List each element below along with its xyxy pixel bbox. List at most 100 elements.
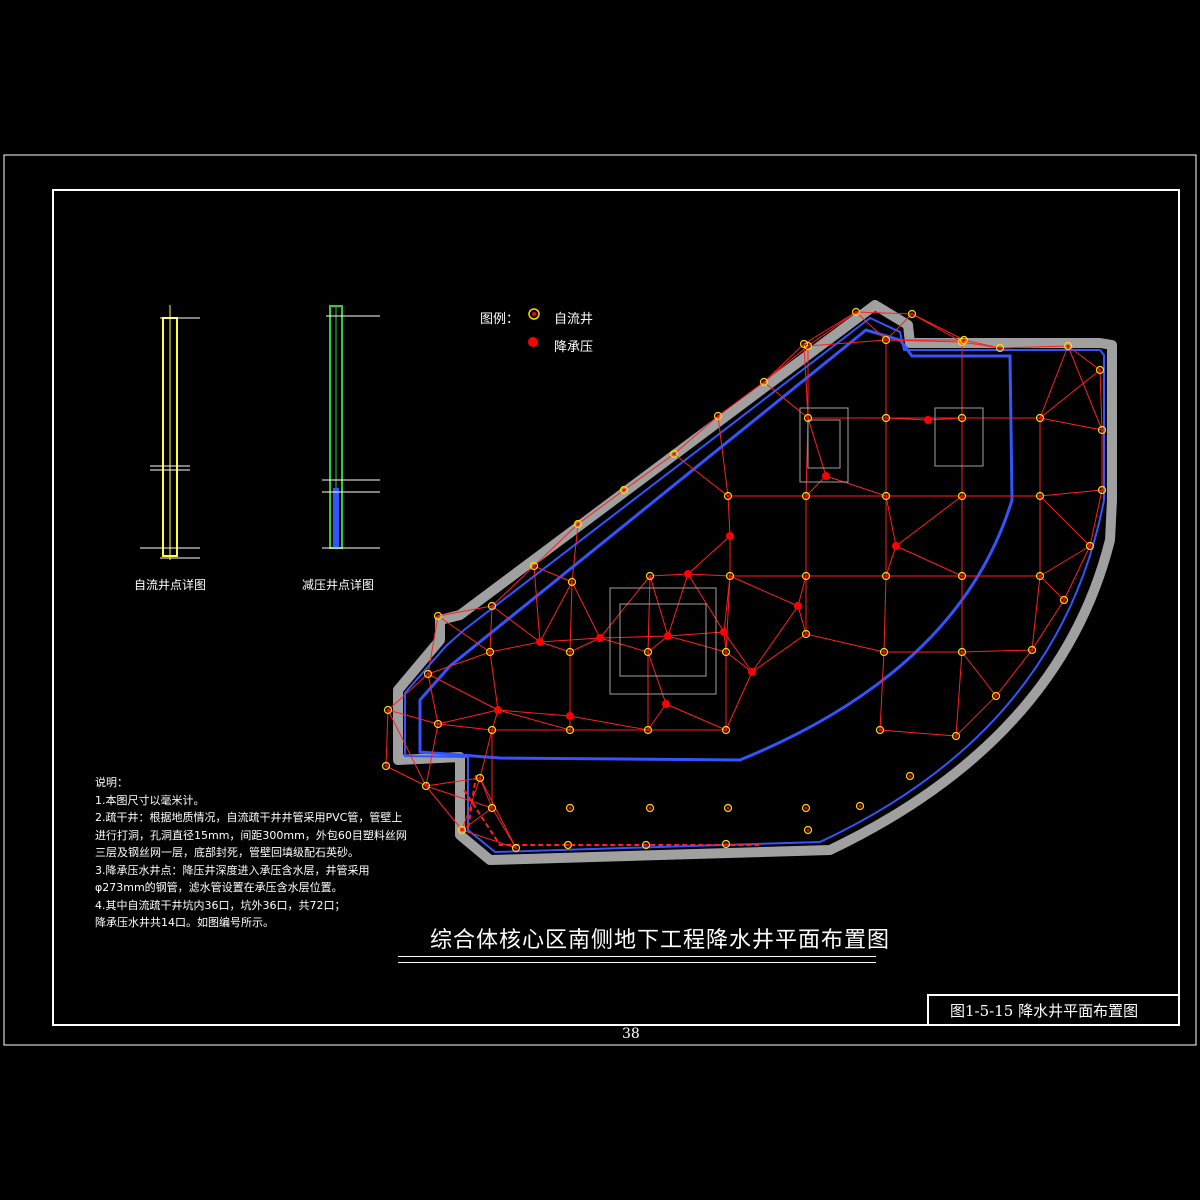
mesh-line (649, 573, 689, 577)
self-flow-well-icon (1059, 595, 1069, 605)
detail-self-flow-well (140, 305, 200, 560)
self-flow-well-icon (421, 781, 431, 791)
mesh-line (797, 575, 807, 607)
mesh-line (647, 703, 667, 731)
pressure-well-icon (684, 570, 692, 578)
mesh-line (461, 829, 517, 849)
pressure-well-icon (536, 638, 544, 646)
self-flow-well-icon (511, 843, 521, 853)
self-flow-well-icon (1097, 425, 1107, 435)
mesh-line (717, 415, 729, 497)
self-flow-well-icon (721, 839, 731, 849)
mesh-line (387, 673, 429, 711)
self-flow-well-icon (565, 803, 575, 813)
sub-zones (609, 407, 984, 695)
note-line: 降承压水井共14口。如图编号所示。 (95, 916, 274, 929)
mesh-line (1039, 345, 1069, 419)
mesh-line (717, 381, 765, 417)
self-flow-well-icon (801, 629, 811, 639)
mesh-line (763, 381, 809, 419)
mesh-line (649, 575, 669, 637)
retaining-wall (393, 300, 1117, 865)
self-flow-well-icon (881, 571, 891, 581)
self-flow-well-icon (723, 491, 733, 501)
pressure-well-icon (494, 706, 502, 714)
self-flow-well-icon (457, 825, 467, 835)
self-flow-well-icon (1085, 541, 1095, 551)
self-flow-well-icon (991, 691, 1001, 701)
mesh-line (885, 313, 913, 341)
mesh-line (385, 765, 427, 787)
mesh-line (999, 345, 1069, 349)
mesh-line (895, 495, 963, 547)
mesh-line (577, 489, 625, 525)
self-flow-well-icon (645, 571, 655, 581)
note-line: 2.疏干井：根据地质情况，自流疏干井井管采用PVC管，管壁上 (95, 811, 403, 824)
pressure-well-icon (664, 632, 672, 640)
caption-box (927, 994, 1180, 1026)
mesh-line (571, 581, 601, 639)
self-flow-well-icon (721, 647, 731, 657)
self-flow-well-icon (529, 561, 539, 571)
self-flow-well-icon (721, 725, 731, 735)
self-flow-well-icon (957, 413, 967, 423)
figure-caption: 图1-5-15 降水井平面布置图 (950, 1002, 1139, 1020)
note-line: 4.其中自流疏干井坑内36口，坑外36口，共72口； (95, 898, 346, 912)
mesh-line (803, 311, 857, 345)
self-flow-well-icon (851, 307, 861, 317)
mesh-line (961, 651, 997, 697)
mesh-line (667, 573, 689, 637)
mesh-line (479, 729, 493, 779)
mesh-line (489, 651, 499, 711)
self-flow-well-icon (645, 803, 655, 813)
sub-zone-box (799, 407, 849, 483)
pressure-well-icon (794, 602, 802, 610)
mesh-line (461, 777, 481, 831)
mesh-line (803, 343, 809, 419)
mesh-line (1099, 369, 1103, 431)
mesh-line (855, 311, 887, 341)
mesh-line (599, 575, 651, 639)
self-flow-well-icon (995, 343, 1005, 353)
mesh-line (491, 807, 517, 849)
pressure-well-icon (566, 712, 574, 720)
mesh-line (491, 565, 535, 607)
mesh-line (1039, 489, 1103, 497)
mesh-line (751, 633, 807, 673)
mesh-line (879, 729, 957, 737)
mesh-line (647, 635, 669, 653)
self-flow-well-icon (957, 647, 967, 657)
self-flow-well-icon (475, 773, 485, 783)
pressure-well-icon (726, 532, 734, 540)
self-flow-well-icon (957, 491, 967, 501)
detail-pressure-well (322, 305, 380, 549)
mesh-line (437, 605, 493, 617)
mesh-line (667, 635, 727, 653)
mesh-line (539, 637, 601, 643)
mesh-line (437, 709, 499, 725)
pressure-well-icon (892, 542, 900, 550)
mesh-line (427, 615, 439, 675)
self-flow-well-icon (879, 647, 889, 657)
self-flow-well-icon (433, 719, 443, 729)
page-number: 38 (622, 1026, 640, 1042)
mesh-line (489, 605, 493, 653)
mesh-line (569, 715, 649, 731)
mesh-line (1089, 489, 1103, 547)
legend-pressure-well-icon (528, 337, 538, 347)
self-flow-well-icon (713, 411, 723, 421)
mesh-line (687, 573, 725, 633)
mesh-line (385, 709, 389, 767)
self-flow-well-icon (487, 725, 497, 735)
self-flow-well-icon (485, 647, 495, 657)
self-flow-well-icon (759, 377, 769, 387)
self-flow-well-icon (951, 731, 961, 741)
mesh-line (725, 651, 753, 673)
self-flow-well-icon (565, 647, 575, 657)
mesh-line (885, 495, 897, 547)
self-flow-well-icon (801, 571, 811, 581)
mesh-line (1039, 495, 1091, 547)
mesh-line (807, 417, 827, 477)
self-flow-well-icon (725, 571, 735, 581)
